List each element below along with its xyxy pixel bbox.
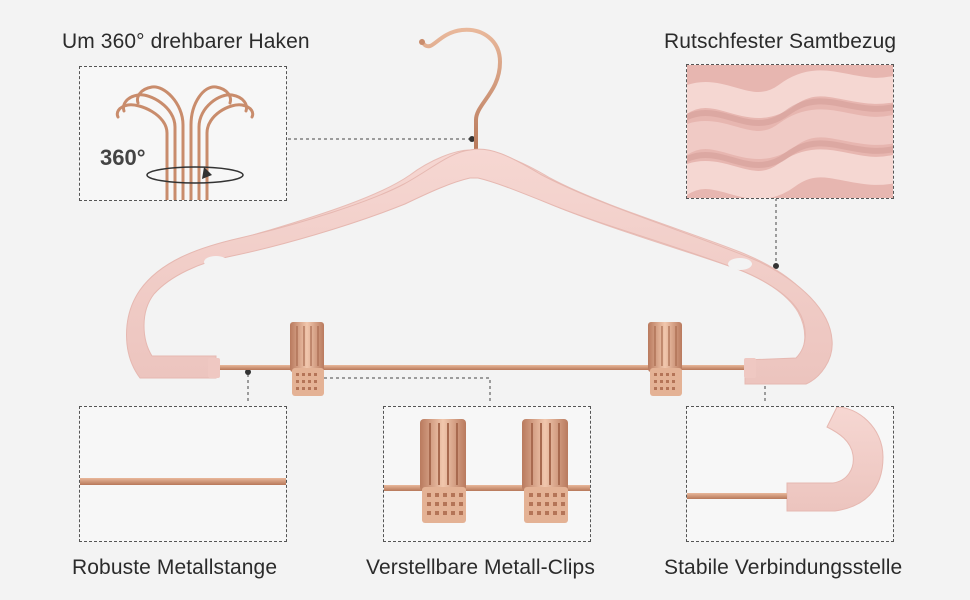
joint-image (687, 407, 884, 512)
right-clip (648, 322, 682, 396)
metal-bar-image (80, 478, 286, 485)
hook (420, 27, 503, 154)
clips-feature-label: Verstellbare Metall-Clips (366, 556, 595, 579)
metal-bar (214, 365, 746, 370)
bar-feature-label: Robuste Metallstange (72, 556, 278, 579)
joint-feature-label: Stabile Verbindungsstelle (664, 556, 903, 579)
rotation-arrow-icon (202, 167, 212, 179)
velvet-texture-image (687, 65, 893, 198)
clips-detail-panel (383, 406, 591, 542)
left-clip (290, 322, 324, 396)
rotating-hooks-image (115, 85, 255, 200)
leader-lines (247, 138, 777, 404)
hook-detail-panel: 360° (79, 66, 287, 201)
bar-detail-panel (79, 406, 287, 542)
joint-detail-panel (686, 406, 894, 542)
rotation-degree-text: 360° (100, 145, 146, 170)
metal-clips-image (384, 419, 590, 523)
hook-feature-label: Um 360° drehbarer Haken (62, 30, 310, 53)
velvet-detail-panel (686, 64, 894, 199)
velvet-feature-label: Rutschfester Samtbezug (664, 30, 897, 53)
